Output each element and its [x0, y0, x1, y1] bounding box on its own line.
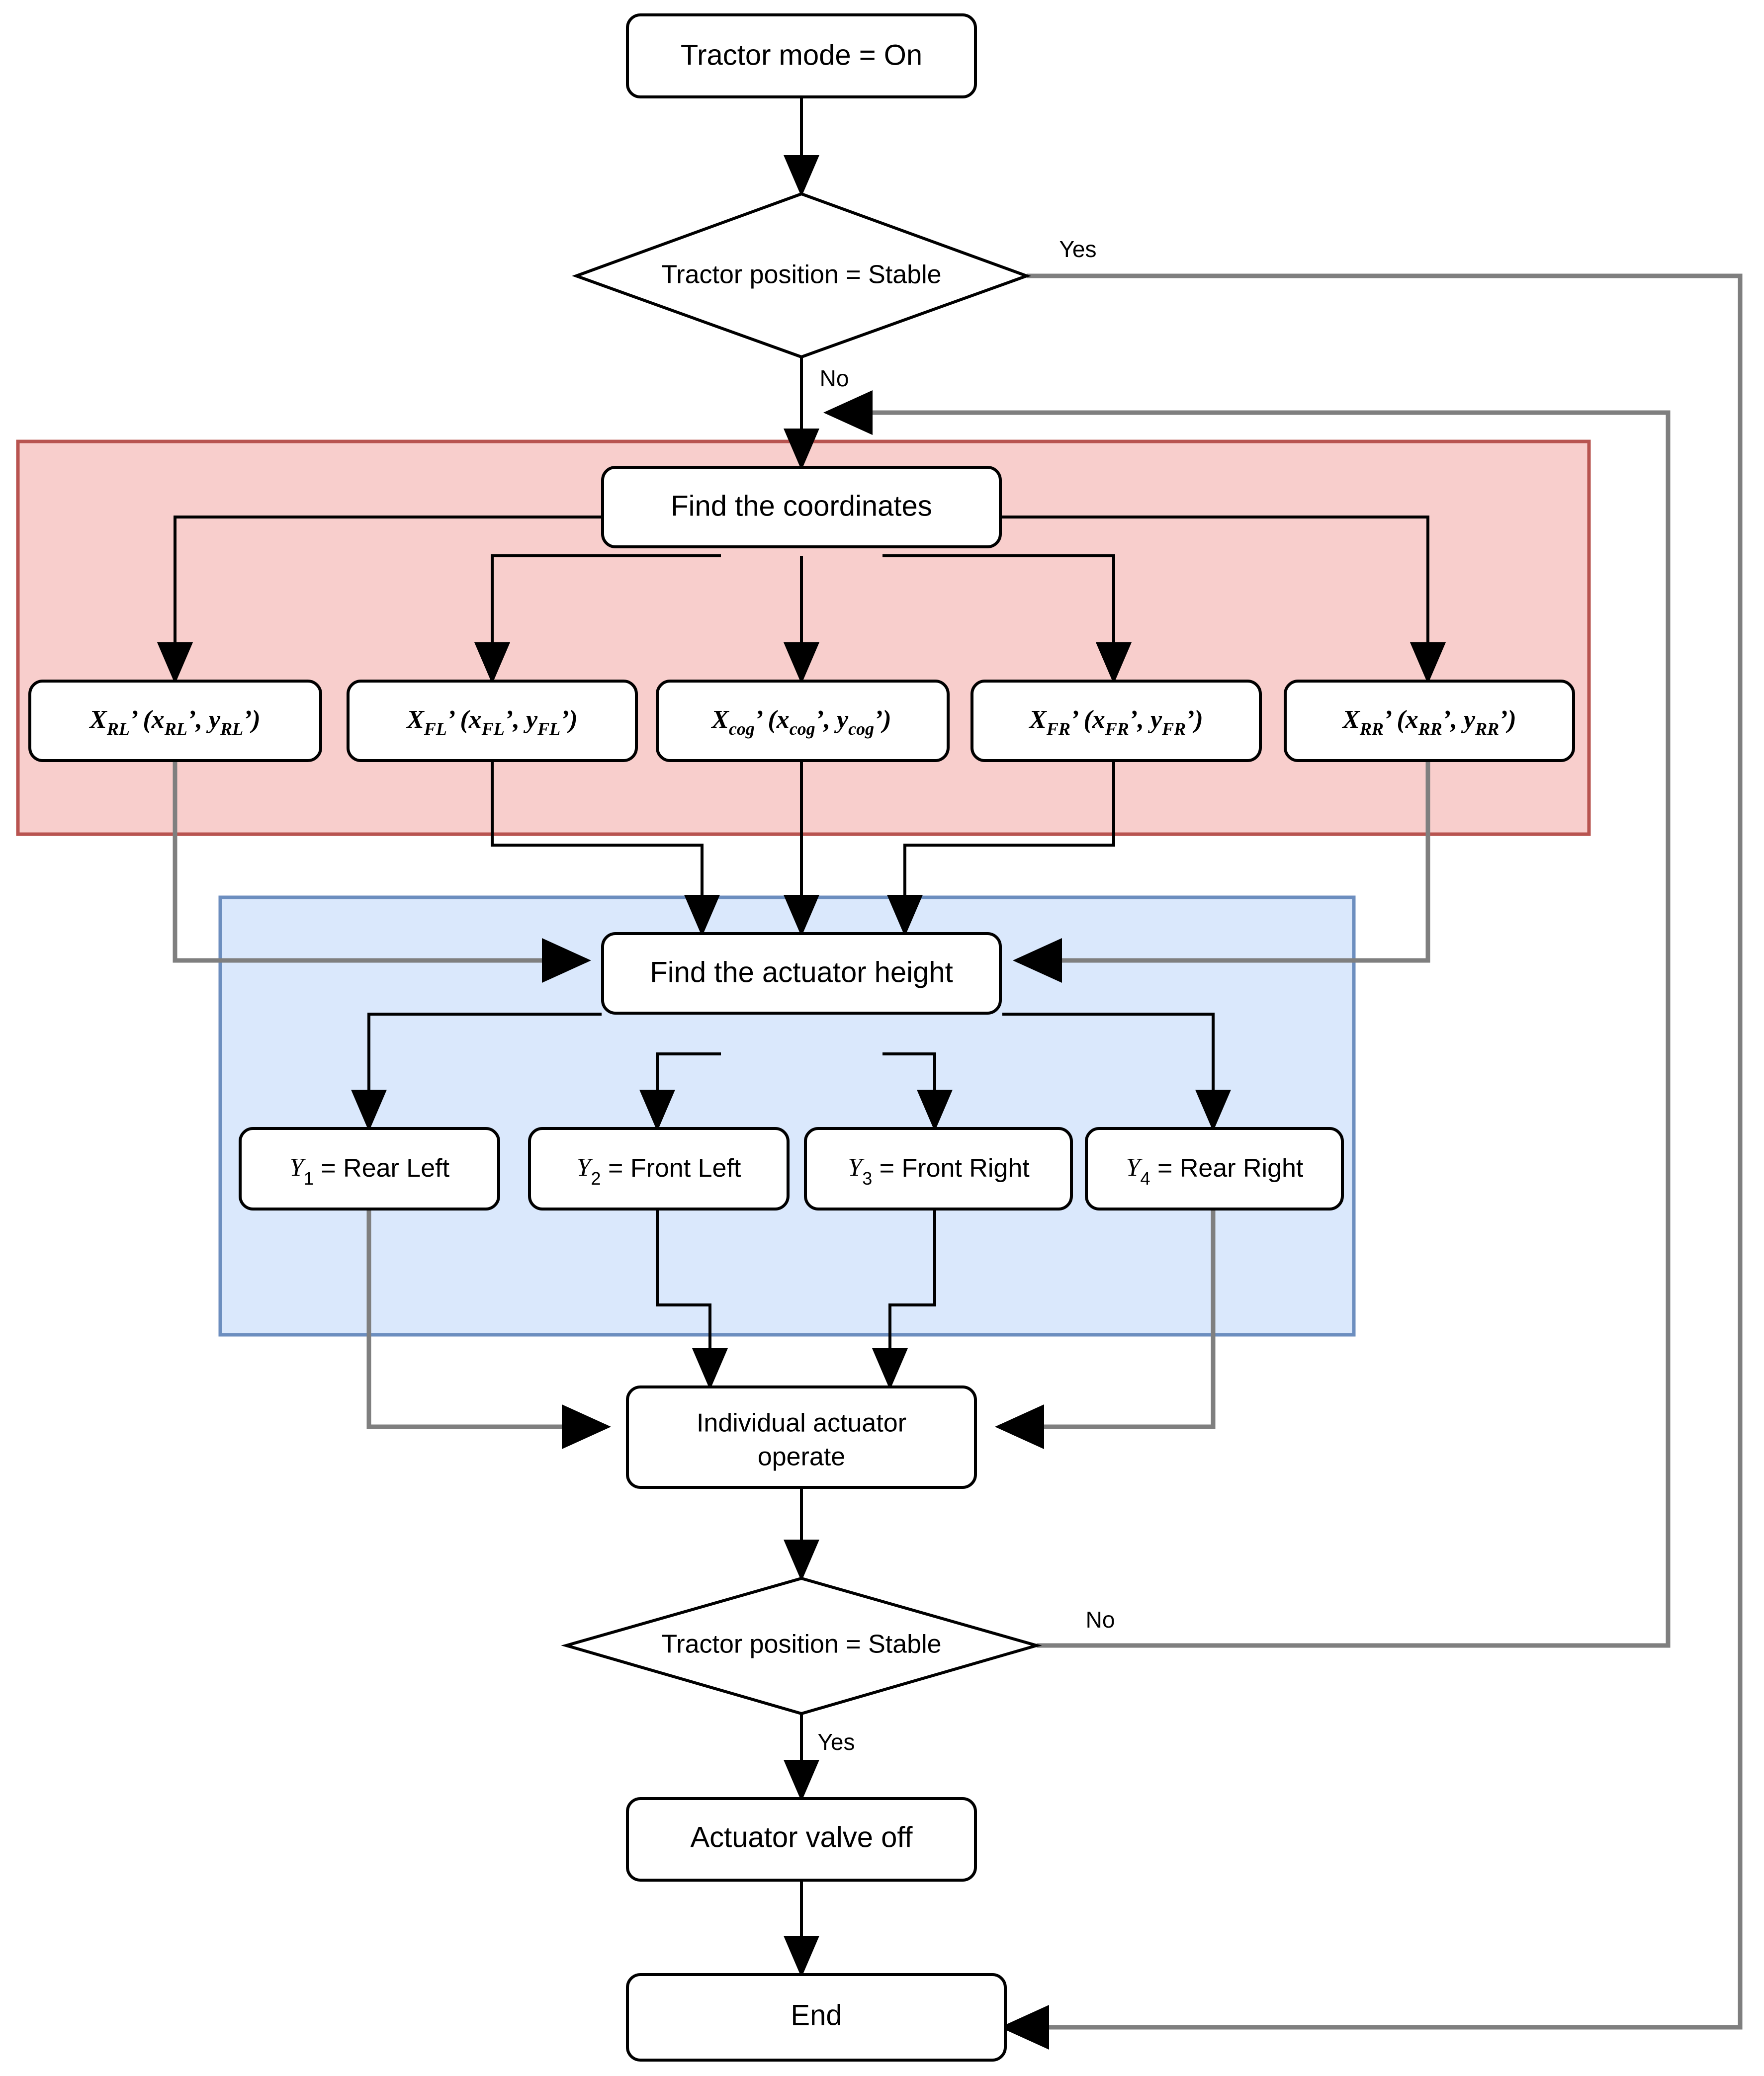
edge-coordinates-to-xfr — [882, 554, 1132, 684]
edge-y4-to-individual-actuator — [995, 1209, 1216, 1449]
node-end-label: End — [791, 1999, 842, 2031]
edge-actuator-height-to-y2 — [639, 1052, 721, 1131]
node-actuator-y3[interactable] — [804, 1127, 1073, 1211]
edge-coordinates-to-xrl — [157, 516, 603, 684]
node-find-coordinates-label: Find the coordinates — [671, 490, 932, 522]
node-individual-actuator-line2: operate — [758, 1443, 845, 1471]
node-individual-actuator-line1: Individual actuator — [697, 1409, 906, 1438]
edge-label-decision1-no: No — [820, 365, 849, 391]
node-coordinate-xfr[interactable] — [970, 680, 1262, 762]
node-decision1-label: Tractor position = Stable — [661, 260, 941, 289]
edge-actuator-height-to-y4 — [1002, 1013, 1231, 1131]
node-actuator-y4[interactable] — [1085, 1127, 1344, 1211]
node-coordinate-xrl-label: XRL’ (xRL’, yRL’) — [88, 705, 261, 739]
node-decision2[interactable] — [561, 1576, 1042, 1716]
edge-xfr-to-actuator-height — [887, 761, 1115, 937]
edge-decision1-yes-to-end — [1000, 273, 1743, 2050]
edge-label-decision1-yes: Yes — [1059, 236, 1096, 262]
edge-decision2-no-to-find-coordinates — [823, 390, 1671, 1648]
node-coordinate-xrr-label: XRR’ (xRR’, yRR’) — [1341, 705, 1516, 739]
edge-actuator-height-to-y3 — [882, 1052, 953, 1131]
node-actuator-y3-label: Y3 = Front Right — [848, 1153, 1030, 1189]
node-decision1[interactable] — [572, 192, 1031, 359]
node-find-coordinates[interactable] — [601, 466, 1002, 548]
edge-xrl-to-actuator-height — [173, 761, 591, 983]
node-end[interactable] — [626, 1973, 1007, 2062]
node-individual-actuator-operate[interactable] — [626, 1385, 977, 1489]
node-actuator-y2-label: Y2 = Front Left — [577, 1153, 741, 1189]
node-actuator-valve-off[interactable] — [626, 1797, 977, 1882]
edge-xrr-to-actuator-height — [1013, 761, 1430, 983]
node-coordinate-xrl[interactable] — [28, 680, 322, 762]
edge-y1-to-individual-actuator — [366, 1209, 611, 1449]
edge-actuator-height-to-y1 — [351, 1013, 602, 1131]
node-start-label: Tractor mode = On — [681, 39, 922, 71]
edge-coordinates-to-xfl — [474, 554, 721, 684]
edge-y2-to-individual-actuator — [656, 1209, 728, 1390]
node-coordinate-xfl[interactable] — [347, 680, 638, 762]
node-start[interactable] — [626, 13, 977, 98]
node-find-actuator-height[interactable] — [601, 932, 1002, 1015]
node-coordinate-xrr[interactable] — [1284, 680, 1575, 762]
node-actuator-y1-label: Y1 = Rear Left — [289, 1153, 450, 1189]
node-coordinate-xcog[interactable] — [656, 680, 950, 762]
node-decision2-label: Tractor position = Stable — [661, 1630, 941, 1659]
node-coordinate-xfr-label: XFR’ (xFR’, yFR’) — [1028, 705, 1203, 739]
edge-label-decision2-no: No — [1086, 1607, 1115, 1633]
edge-y3-to-individual-actuator — [872, 1209, 936, 1390]
node-actuator-y2[interactable] — [528, 1127, 790, 1211]
node-coordinate-xcog-label: Xcog’ (xcog’, ycog’) — [710, 705, 891, 739]
node-actuator-y1[interactable] — [239, 1127, 500, 1211]
node-find-actuator-height-label: Find the actuator height — [650, 956, 953, 988]
edge-label-decision2-yes: Yes — [817, 1729, 855, 1755]
node-coordinate-xfl-label: XFL’ (xFL’, yFL’) — [406, 705, 578, 739]
node-actuator-valve-off-label: Actuator valve off — [690, 1821, 913, 1853]
edge-coordinates-to-xrr — [1001, 516, 1446, 684]
edge-xfl-to-actuator-height — [491, 761, 720, 937]
node-actuator-y4-label: Y4 = Rear Right — [1126, 1153, 1304, 1189]
